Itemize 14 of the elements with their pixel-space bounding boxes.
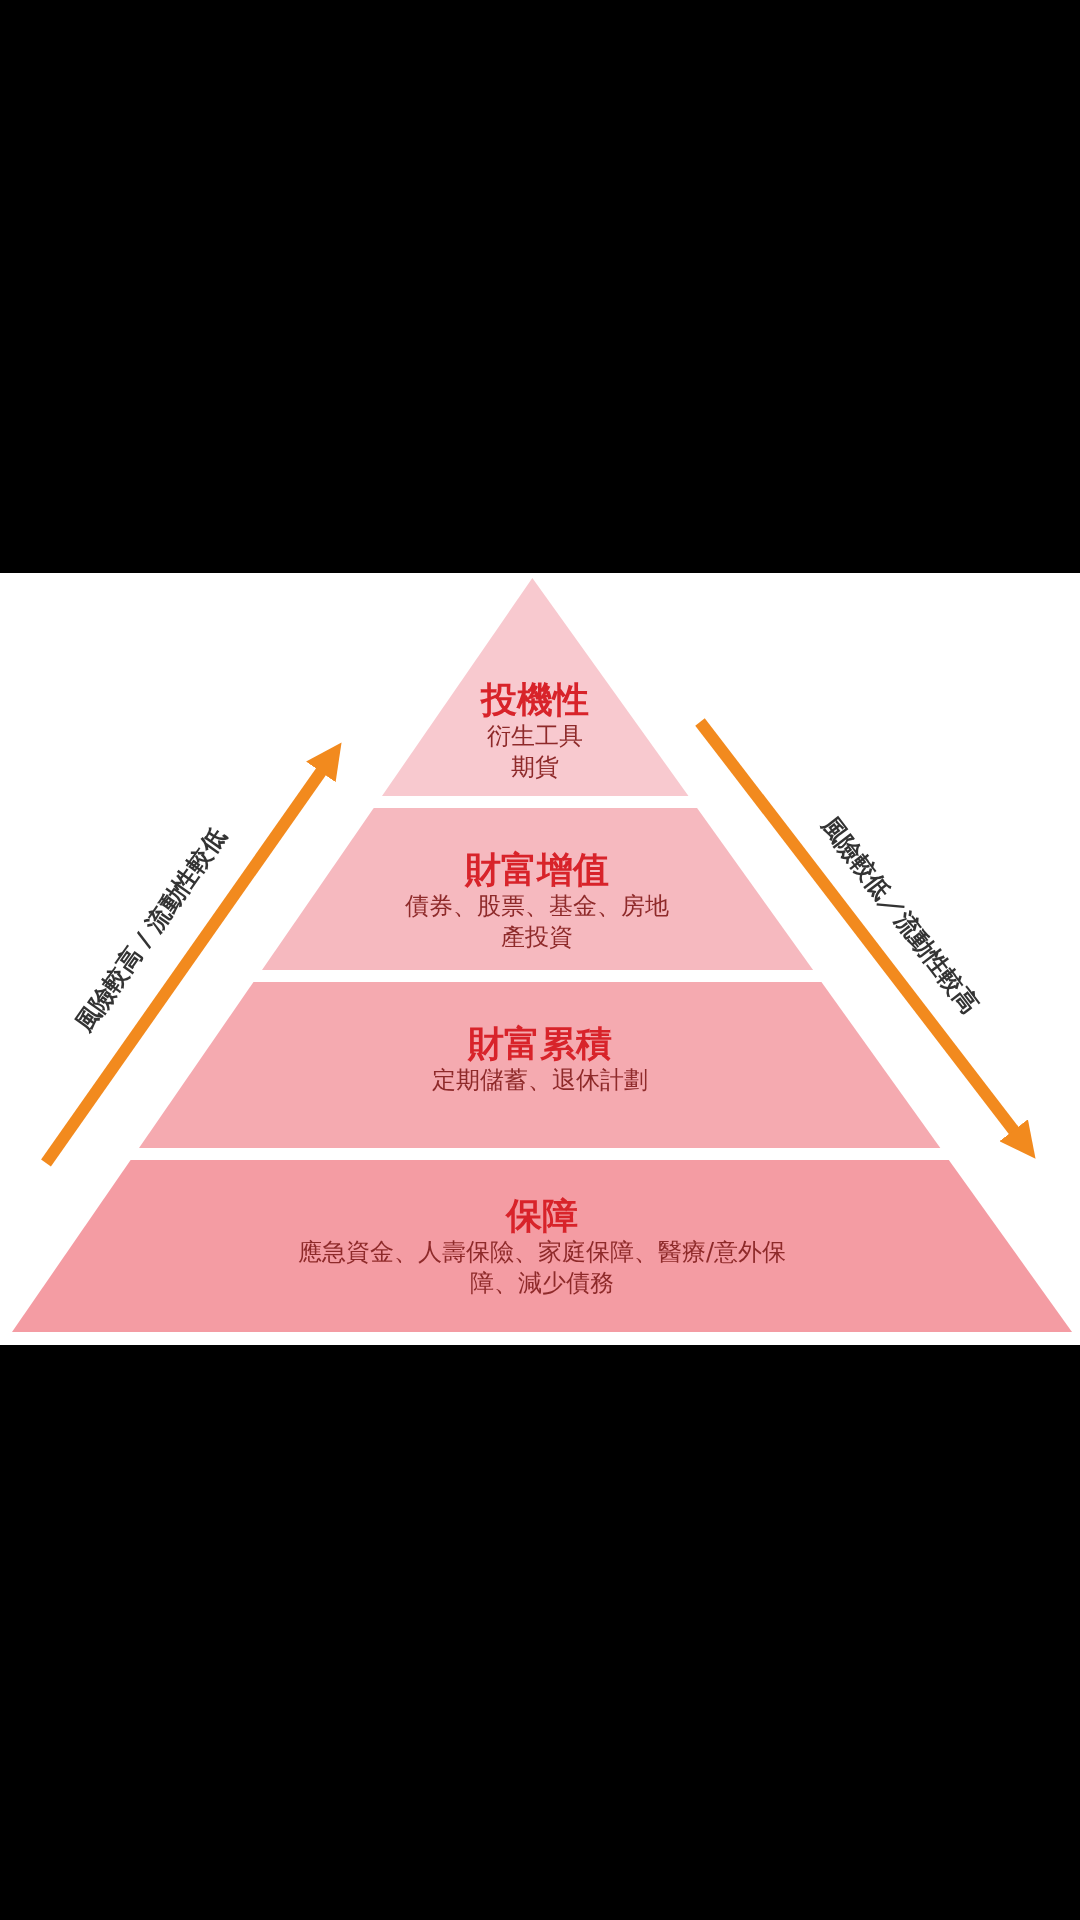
tier-heading: 保障 <box>506 1194 578 1238</box>
tier-description: 債券、股票、基金、房地產投資 <box>404 891 671 954</box>
pyramid-tier <box>12 1160 1072 1332</box>
tier-description: 期貨 <box>510 752 559 784</box>
arrow-caption: 風險較高 / 流動性較低 <box>68 822 233 1038</box>
tier-heading: 投機性 <box>480 678 589 722</box>
pyramid-tier <box>381 578 689 796</box>
tier-description: 衍生工具 <box>486 721 583 753</box>
tier-heading: 財富累積 <box>467 1022 612 1066</box>
tier-heading: 財富增值 <box>465 848 610 892</box>
tier-description: 應急資金、人壽保險、家庭保障、醫療/意外保障、減少債務 <box>296 1237 788 1300</box>
arrow-caption: 風險較低／流動性較高 <box>814 810 986 1020</box>
tier-description: 定期儲蓄、退休計劃 <box>431 1065 648 1097</box>
pyramid-tier <box>261 808 813 970</box>
